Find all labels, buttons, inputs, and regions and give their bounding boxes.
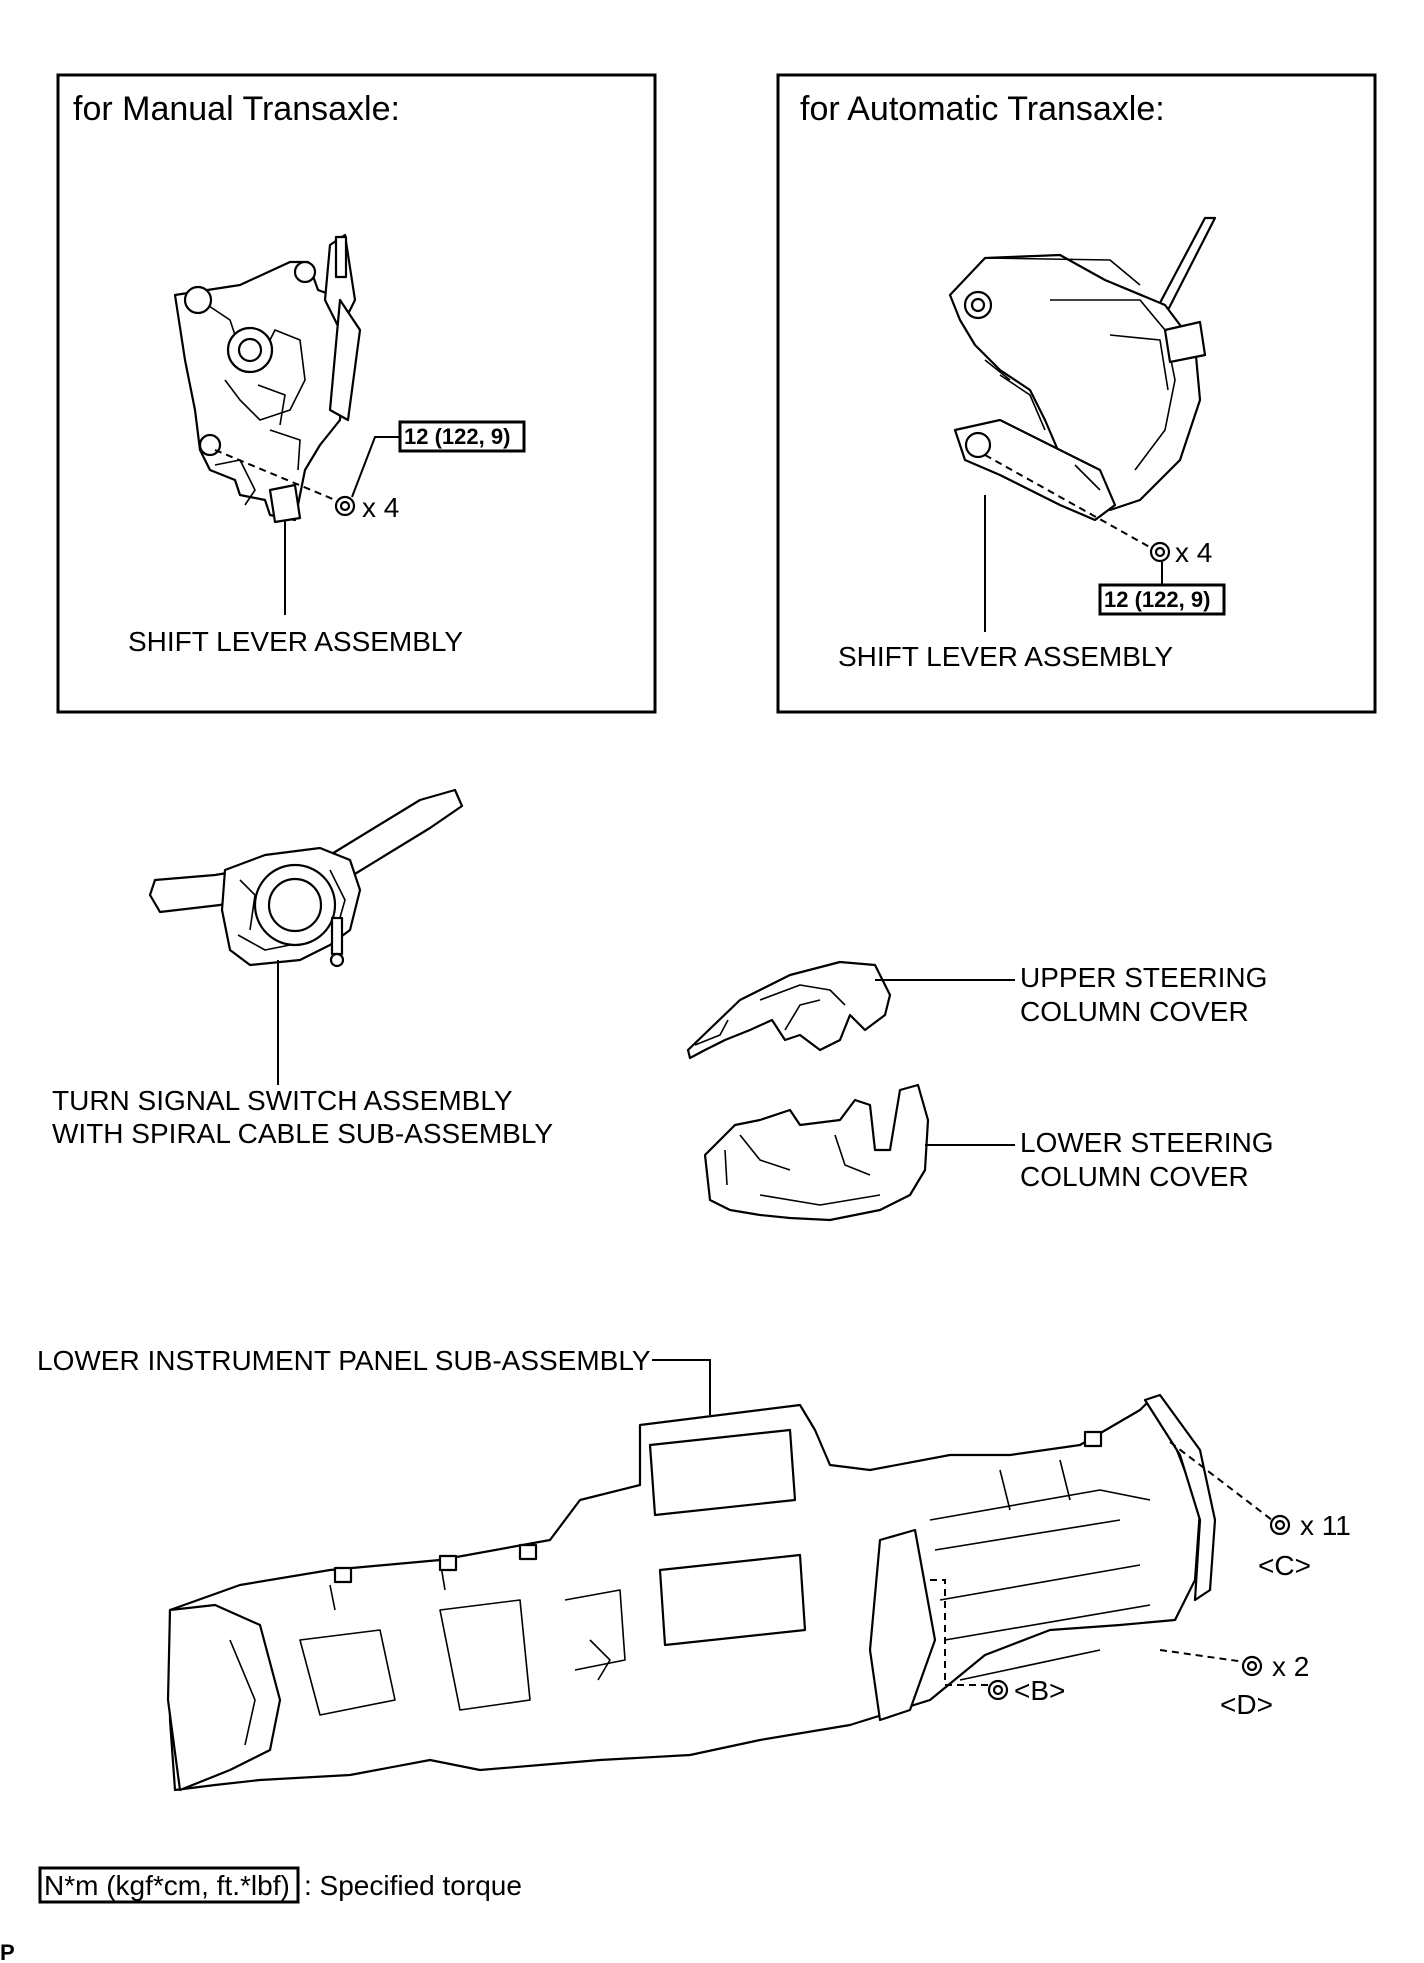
manual-transaxle-panel: for Manual Transaxle: x 4 [56,73,657,714]
manual-shift-lever-drawing [173,233,362,524]
legend-unit-text: N*m (kgf*cm, ft.*lbf) [44,1870,290,1901]
manual-panel-title: for Manual Transaxle: [73,90,400,128]
fastener-c-line [1169,1441,1273,1521]
upper-column-cover-drawing [686,960,892,1060]
fastener-d-qty: x 2 [1272,1651,1309,1682]
upper-cover-label-line1: UPPER STEERING [1020,962,1267,993]
automatic-nut-icon [1149,541,1171,563]
fastener-c-bolt-icon [1269,1514,1291,1536]
lower-cover-label-line1: LOWER STEERING [1020,1127,1274,1158]
manual-nut-icon [334,495,356,517]
automatic-panel-title: for Automatic Transaxle: [800,90,1165,128]
automatic-shift-lever-drawing [948,216,1217,522]
manual-torque-leader [351,436,400,498]
fastener-d-tag: <D> [1220,1689,1273,1720]
automatic-transaxle-panel: for Automatic Transaxle: x 4 [776,73,1377,714]
manual-panel-frame [56,73,657,714]
turn-signal-switch-drawing [148,788,464,968]
automatic-mount-line [984,454,1156,551]
fastener-b-bolt-icon [987,1679,1009,1701]
turn-signal-label-line1: TURN SIGNAL SWITCH ASSEMBLY [52,1085,513,1116]
turn-signal-label-line2: WITH SPIRAL CABLE SUB-ASSEMBLY [52,1118,553,1149]
corner-mark: P [0,1940,15,1963]
lower-cover-label-line2: COLUMN COVER [1020,1161,1249,1192]
fastener-b-tag: <B> [1014,1675,1065,1706]
fastener-c-tag: <C> [1258,1550,1311,1581]
fastener-c-qty: x 11 [1300,1510,1351,1541]
legend-description: : Specified torque [304,1870,522,1901]
manual-mount-line [214,449,341,503]
legend-unit-box [38,1866,300,1904]
instrument-panel-leader [652,1359,711,1415]
fastener-d-line [1159,1649,1246,1663]
manual-torque-value: 12 (122, 9) [404,424,510,449]
automatic-panel-frame [776,73,1377,714]
instrument-panel-label: LOWER INSTRUMENT PANEL SUB-ASSEMBLY [37,1345,651,1376]
fastener-d-bolt-icon [1241,1655,1263,1677]
automatic-torque-box [1098,583,1226,616]
automatic-torque-value: 12 (122, 9) [1104,587,1210,612]
lower-column-cover-drawing [703,1083,930,1222]
automatic-qty-label: x 4 [1175,537,1212,568]
instrument-panel-drawing [166,1393,1217,1792]
manual-torque-box [398,420,526,453]
upper-cover-label-line2: COLUMN COVER [1020,996,1249,1027]
manual-qty-label: x 4 [362,492,399,523]
automatic-part-label: SHIFT LEVER ASSEMBLY [838,641,1173,672]
manual-part-label: SHIFT LEVER ASSEMBLY [128,626,463,657]
